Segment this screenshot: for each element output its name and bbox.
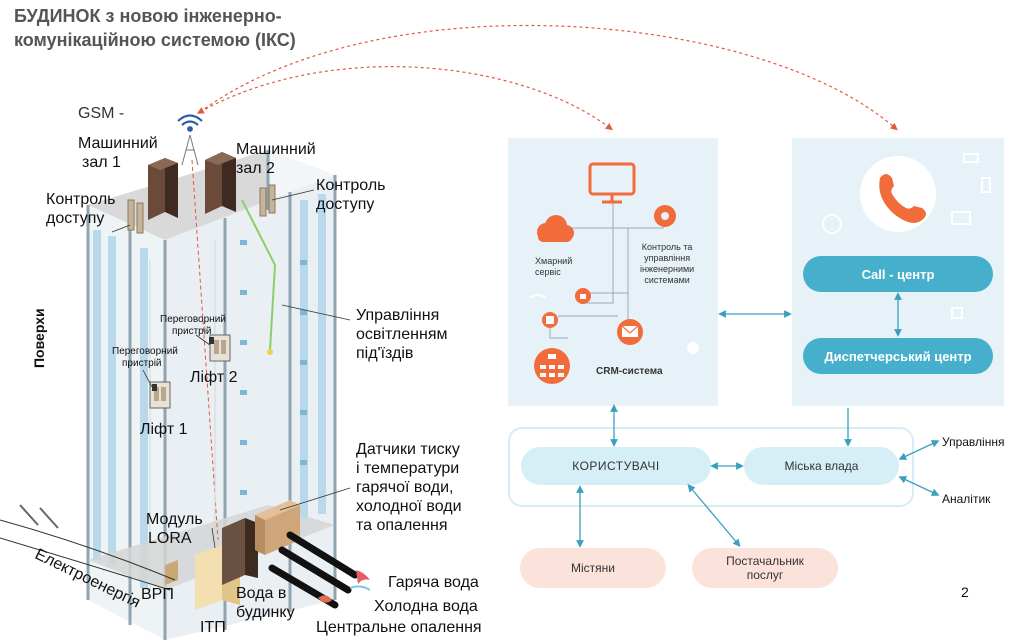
boiler-unit [222,518,258,585]
monitor-icon [588,162,636,204]
lighting-label: Управління освітленням під'їздів [356,307,448,362]
lift-2-icon [209,334,231,362]
central-heating-label: Центральне опалення [316,619,482,636]
machine-room-1-label: Машинний зал 1 [78,135,158,171]
org-chart-icon [534,348,570,384]
dispatch-center-pill[interactable]: Диспетчерський центр [803,338,993,374]
access-control-right-label: Контроль доступу [316,177,386,213]
call-panel-graphics [822,153,991,319]
gsm-label: GSM - [78,105,125,122]
gsm-antenna [181,134,199,166]
city-authority-pill[interactable]: Міська влада [744,447,899,485]
page-title: БУДИНОК з новою інженерно- комунікаційно… [14,4,296,52]
intercom-icon [152,337,214,391]
cloud-service-label: Хмарний сервіс [535,256,573,277]
vrp-box [165,560,178,585]
gsm-arc-crm [196,66,613,131]
call-center-pill[interactable]: Call - центр [803,256,993,292]
itp-label: ІТП [200,619,226,636]
cold-water-splash [349,585,371,591]
sensor-boxes [255,500,300,555]
heating-flame [318,595,332,603]
machine-room-1 [148,158,178,220]
crm-panel-graphics [529,162,699,384]
cold-water-label: Холодна вода [374,598,478,615]
power-pole [19,504,59,529]
access-control-left-label: Контроль доступу [46,191,116,227]
provider-pill[interactable]: Постачальник послуг [692,548,838,588]
title-line-1: БУДИНОК з новою інженерно- [14,6,282,26]
hot-water-label: Гаряча вода [388,574,479,591]
hot-water-flame [356,570,370,584]
management-label: Управління [942,435,1005,449]
calendar-icon [542,312,558,328]
access-door-left [127,199,144,234]
lora-label: Модуль LORA [146,511,203,547]
city-management-arrow [898,440,940,460]
water-in-label: Вода в будинку [236,585,295,621]
gear-icon [654,205,676,227]
machine-room-2-label: Машинний зал 2 [236,141,316,177]
decor-icons [822,153,991,319]
vrp-label: ВРП [141,586,174,603]
phone-icon [860,156,936,232]
analyst-label: Аналітик [942,492,991,506]
users-provider-arrow [687,484,741,547]
lock-icon [575,288,591,304]
lighting-line [241,199,277,351]
title-line-2: комунікаційною системою (ІКС) [14,30,296,50]
gsm-link [191,159,219,541]
intercom-2-label: Переговорний пристрій [160,314,226,337]
lift-2-label: Ліфт 2 [190,369,238,386]
machine-room-2 [205,152,236,214]
control-label: Контроль та управління інженерними систе… [640,242,695,285]
users-pill[interactable]: КОРИСТУВАЧІ [521,447,711,485]
city-analyst-arrow [898,476,940,496]
power-line [0,519,176,581]
page-number: 2 [961,584,969,600]
cloud-icon [537,215,574,242]
lift-1-label: Ліфт 1 [140,421,188,438]
wifi-signal-icon [177,114,203,132]
residents-pill[interactable]: Містяни [520,548,666,588]
mail-icon [617,319,643,345]
intercom-1-label: Переговорний пристрій [112,346,178,369]
crm-system-label: CRM-система [596,366,663,377]
gsm-arc-call [199,24,898,131]
sensors-label: Датчики тиску і температури гарячої води… [356,441,462,534]
